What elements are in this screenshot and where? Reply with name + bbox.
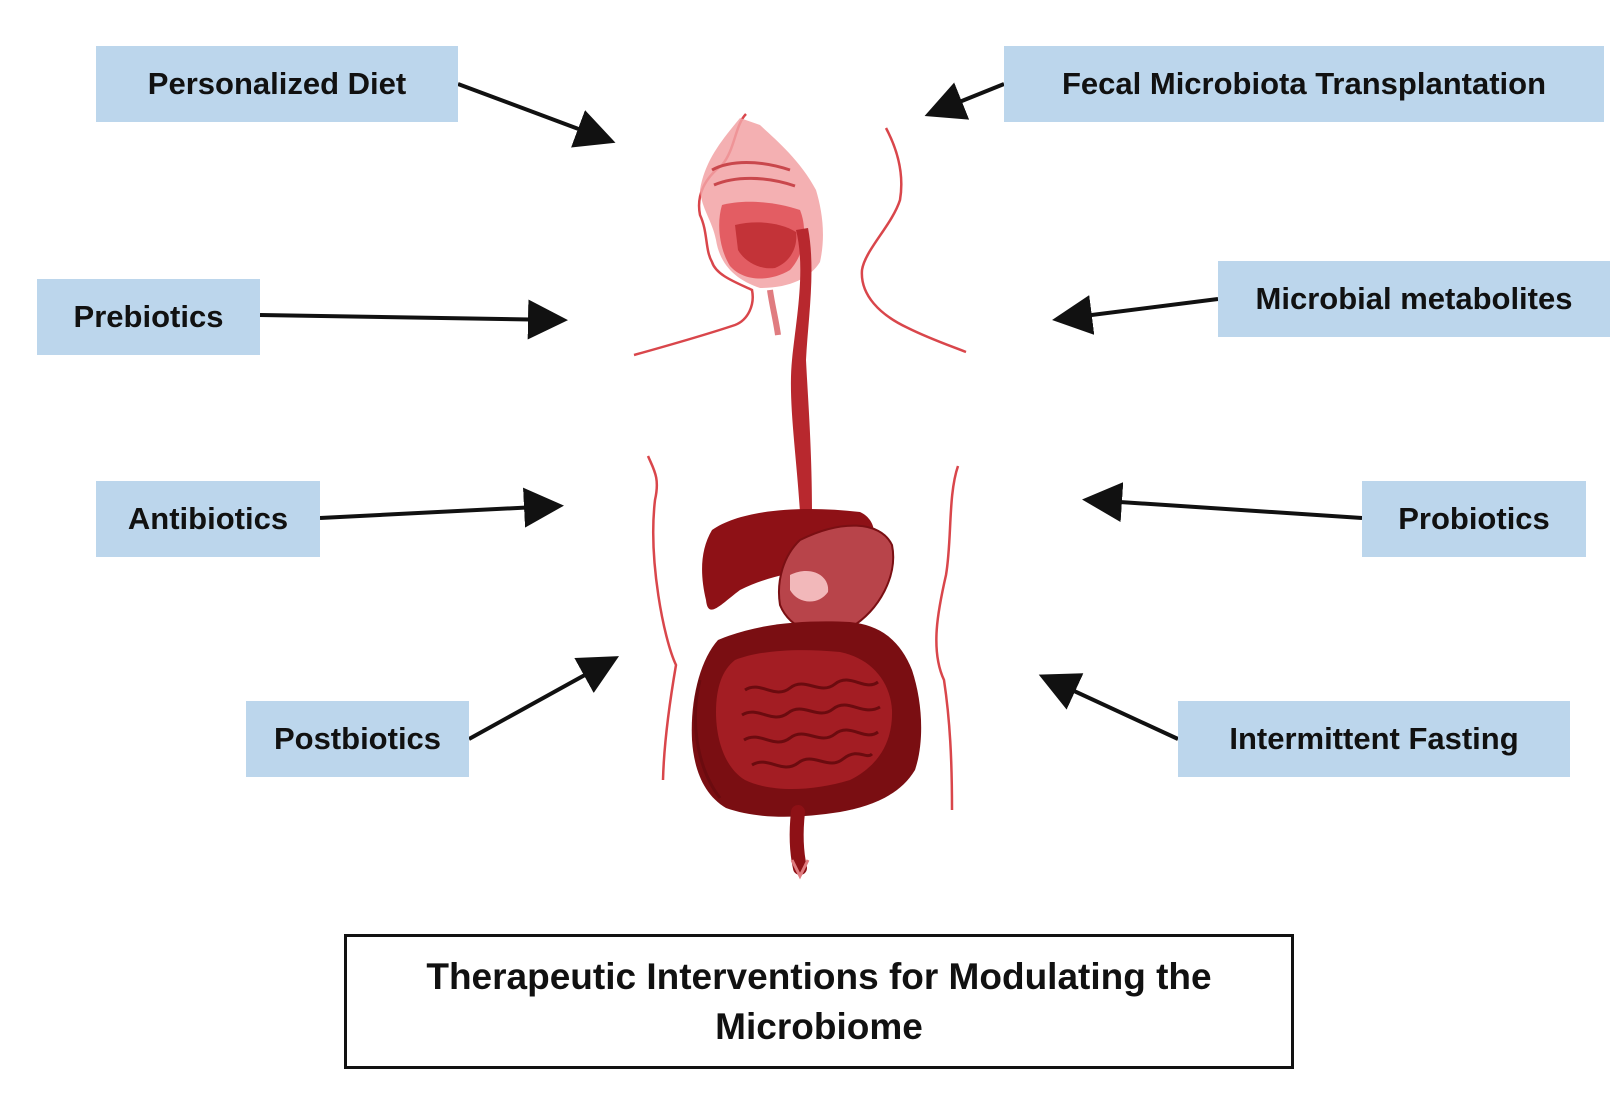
diagram-title: Therapeutic Interventions for Modulating… (344, 934, 1294, 1069)
arrow-microbial-metabolites (1052, 295, 1219, 335)
arrow-fecal-microbiota-transplantation (924, 82, 1005, 120)
label-prebiotics: Prebiotics (37, 279, 260, 355)
arrow-intermittent-fasting (1038, 673, 1179, 741)
head-organs (700, 118, 823, 336)
arrow-postbiotics (468, 656, 620, 741)
esophagus (790, 228, 812, 512)
arrow-antibiotics (319, 487, 564, 528)
stomach-liver (702, 509, 895, 635)
intestines (691, 621, 922, 880)
arrow-personalized-diet (457, 82, 616, 148)
label-postbiotics: Postbiotics (246, 701, 469, 777)
label-personalized-diet: Personalized Diet (96, 46, 458, 122)
label-antibiotics: Antibiotics (96, 481, 320, 557)
label-probiotics: Probiotics (1362, 481, 1586, 557)
label-fecal-microbiota-transplantation: Fecal Microbiota Transplantation (1004, 46, 1604, 122)
label-intermittent-fasting: Intermittent Fasting (1178, 701, 1570, 777)
label-microbial-metabolites: Microbial metabolites (1218, 261, 1610, 337)
arrow-probiotics (1082, 482, 1363, 523)
body-outline (633, 113, 967, 811)
diagram-title-text: Therapeutic Interventions for Modulating… (426, 955, 1212, 1047)
arrow-prebiotics (259, 299, 568, 340)
